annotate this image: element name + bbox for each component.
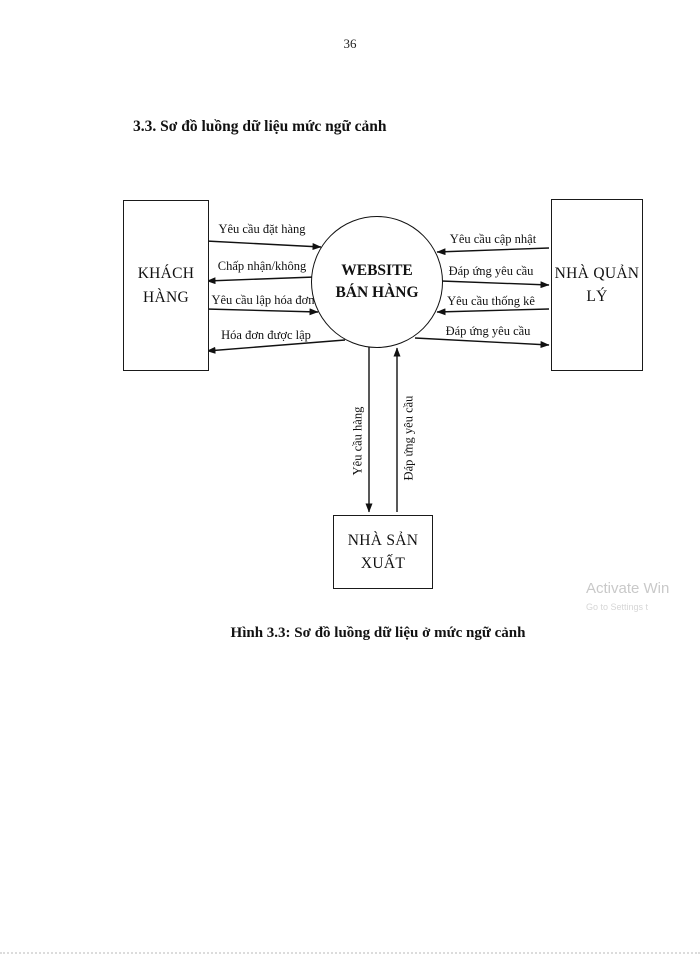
arrow-update-request <box>436 247 550 256</box>
arrow-stats-response <box>414 337 550 349</box>
flow-label-stats-response: Đáp ứng yêu cầu <box>445 324 531 338</box>
flow-label-accept-or-not: Chấp nhận/không <box>217 259 307 273</box>
activate-windows-watermark: Activate Win Go to Settings t <box>586 580 669 612</box>
process-website: WEBSITE BÁN HÀNG <box>311 216 443 348</box>
arrow-accept-or-not <box>206 276 316 285</box>
watermark-subtitle: Go to Settings t <box>586 602 649 612</box>
arrow-invoice-request <box>205 308 319 316</box>
entity-customer-label: KHÁCH HÀNG <box>137 265 195 306</box>
entity-producer: NHÀ SẢN XUẤT <box>333 515 433 589</box>
flow-label-goods-request: Yêu cầu hàng <box>350 406 365 476</box>
flow-label-invoice-request: Yêu cầu lập hóa đơn <box>211 293 315 307</box>
flow-label-goods-response: Đáp ứng yêu cầu <box>401 395 416 481</box>
flow-label-stats-request: Yêu cầu thống kê <box>447 294 535 308</box>
page-number: 36 <box>343 36 357 51</box>
arrow-stats-request <box>436 308 550 316</box>
entity-customer: KHÁCH HÀNG <box>123 200 209 371</box>
watermark-title: Activate Win <box>586 580 670 597</box>
figure-caption: Hình 3.3: Sơ đồ luồng dữ liệu ở mức ngữ … <box>230 625 526 641</box>
flow-label-invoice-issued: Hóa đơn được lập <box>221 328 311 342</box>
section-heading: 3.3. Sơ đồ luồng dữ liệu mức ngữ cảnh <box>133 118 387 135</box>
arrow-update-response <box>440 280 550 289</box>
entity-manager: NHÀ QUẢN LÝ <box>551 199 643 371</box>
flow-label-order-request: Yêu cầu đặt hàng <box>218 222 306 236</box>
entity-manager-label: NHÀ QUẢN LÝ <box>554 264 640 305</box>
process-website-label: WEBSITE BÁN HÀNG <box>335 261 419 301</box>
page-bottom-edge <box>0 952 700 954</box>
flow-label-update-request: Yêu cầu cập nhật <box>449 232 537 246</box>
flow-label-update-response: Đáp ứng yêu cầu <box>448 264 534 278</box>
entity-producer-label: NHÀ SẢN XUẤT <box>347 531 419 572</box>
arrow-order-request <box>205 240 322 251</box>
